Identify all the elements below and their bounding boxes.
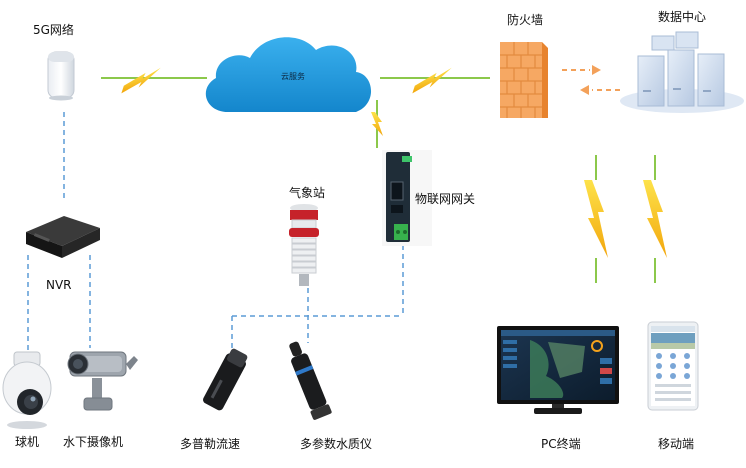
datacenter-label: 数据中心 (658, 10, 707, 24)
lightning-icon (584, 180, 608, 258)
cloud-icon (205, 37, 372, 112)
dome-camera-icon (2, 351, 52, 429)
water-quality-probe-icon (289, 341, 332, 420)
dashed-link-gateway-sensors (231, 245, 404, 355)
nvr-icon (26, 216, 100, 258)
doppler-label: 多普勒流速 (180, 437, 241, 451)
gateway-icon (382, 150, 432, 246)
lightning-icon (121, 67, 161, 94)
firewall-icon (500, 42, 548, 118)
lightning-icon (643, 180, 667, 258)
cloud-label: 云服务 (281, 72, 305, 81)
server-icon (620, 31, 744, 113)
dashed-link-nvr-cameras (27, 255, 91, 352)
firewall-label: 防火墙 (507, 13, 544, 27)
dome-camera-label: 球机 (15, 435, 40, 449)
firewall-datacenter-link (562, 65, 620, 95)
gateway-label: 物联网网关 (415, 192, 476, 206)
mobile-phone-icon (647, 321, 699, 411)
mobile-label: 移动端 (658, 437, 695, 451)
underwater-camera-label: 水下摄像机 (63, 435, 124, 449)
pc-label: PC终端 (541, 437, 581, 451)
pc-monitor-icon (497, 326, 619, 414)
nvr-label: NVR (46, 278, 72, 292)
weather-station-icon (289, 204, 319, 286)
doppler-sensor-icon (203, 348, 248, 411)
water-quality-label: 多参数水质仪 (300, 437, 373, 451)
lightning-icon (412, 67, 452, 94)
router-label: 5G网络 (33, 23, 74, 37)
underwater-camera-icon (67, 351, 138, 411)
router-icon (47, 51, 75, 101)
weather-station-label: 气象站 (289, 186, 326, 200)
lightning-icon (371, 112, 383, 136)
